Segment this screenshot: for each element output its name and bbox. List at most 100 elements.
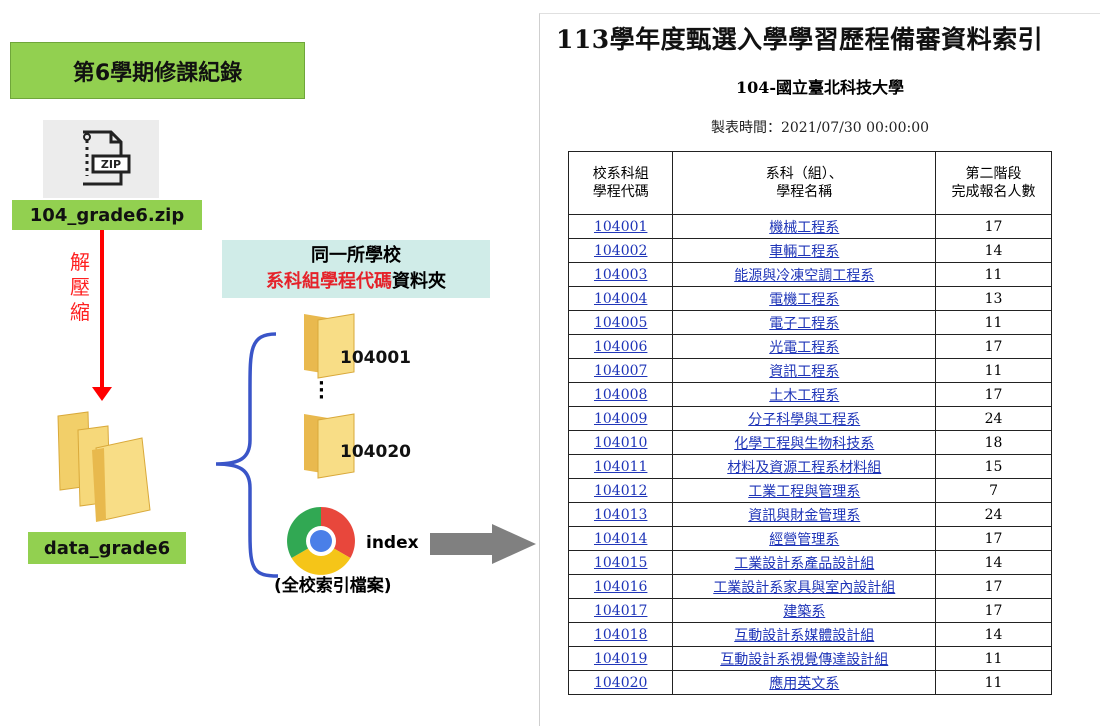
zip-file-name: 104_grade6.zip [12,200,202,230]
dept-name-link[interactable]: 化學工程與生物科技系 [734,435,875,452]
dept-code-cell: 104010 [567,430,674,455]
dept-name-link[interactable]: 材料及資源工程系材料組 [727,459,882,476]
dept-code-cell: 104009 [567,406,674,431]
unzip-arrow-line [100,230,104,390]
dept-code-link[interactable]: 104014 [593,530,648,547]
applicant-count-cell: 24 [935,502,1052,527]
dept-code-cell: 104001 [567,214,674,239]
dept-code-link[interactable]: 104020 [593,674,648,691]
header-code: 校系科組學程代碼 [567,151,674,215]
dept-code-link[interactable]: 104002 [593,242,648,259]
dept-name-cell: 應用英文系 [672,670,937,695]
dept-name-link[interactable]: 機械工程系 [769,219,840,236]
dept-name-link[interactable]: 分子科學與工程系 [748,411,861,428]
dept-name-cell: 資訊工程系 [672,358,937,383]
dept-name-cell: 互動設計系媒體設計組 [672,622,937,647]
dept-code-link[interactable]: 104013 [593,506,648,523]
dept-code-link[interactable]: 104005 [593,314,648,331]
dept-name-cell: 車輛工程系 [672,238,937,263]
dept-name-cell: 光電工程系 [672,334,937,359]
dept-name-link[interactable]: 土木工程系 [769,387,840,404]
dept-code-link[interactable]: 104003 [593,266,648,283]
dept-name-link[interactable]: 工業設計系產品設計組 [734,555,875,572]
dept-name-link[interactable]: 應用英文系 [769,675,840,692]
table-body: 104001 機械工程系 17 104002 車輛工程系 14 104003 能源與冷凍空調工… [567,214,1052,695]
folder-icon-last [304,413,355,479]
dept-name-link[interactable]: 資訊與財金管理系 [748,507,861,524]
applicant-count-cell: 18 [935,430,1052,455]
dept-code-link[interactable]: 104008 [593,386,648,403]
gray-arrow-head [492,524,536,564]
dept-code-cell: 104006 [567,334,674,359]
data-folder-name: data_grade6 [28,532,186,564]
same-school-header: 同一所學校 系科組學程代碼資料夾 [222,240,490,298]
dept-name-link[interactable]: 經營管理系 [769,531,840,548]
applicant-count-cell: 15 [935,454,1052,479]
dept-code-cell: 104008 [567,382,674,407]
generated-timestamp: 製表時間：2021/07/30 00:00:00 [710,120,930,136]
dept-code-cell: 104007 [567,358,674,383]
applicant-count-cell: 14 [935,238,1052,263]
dept-code-link[interactable]: 104009 [593,410,648,427]
table-row: 104003 能源與冷凍空調工程系 11 [567,262,1052,287]
chrome-icon [287,507,355,575]
table-row: 104011 材料及資源工程系材料組 15 [567,454,1052,479]
dept-code-cell: 104011 [567,454,674,479]
unzip-arrow-head [92,387,112,401]
dept-name-link[interactable]: 車輛工程系 [769,243,840,260]
dept-code-link[interactable]: 104010 [593,434,648,451]
dept-code-link[interactable]: 104001 [593,218,648,235]
dept-code-link[interactable]: 104016 [593,578,648,595]
dept-code-cell: 104020 [567,670,674,695]
index-label: index [366,533,419,553]
applicant-count-cell: 11 [935,310,1052,335]
dept-name-link[interactable]: 光電工程系 [769,339,840,356]
header-count: 第二階段完成報名人數 [935,151,1052,215]
dept-name-link[interactable]: 互動設計系媒體設計組 [734,627,875,644]
dept-name-link[interactable]: 電子工程系 [769,315,840,332]
applicant-count-cell: 11 [935,358,1052,383]
dept-code-cell: 104012 [567,478,674,503]
dept-code-link[interactable]: 104015 [593,554,648,571]
dept-name-cell: 分子科學與工程系 [672,406,937,431]
folder-last-label: 104020 [340,442,411,462]
dept-code-link[interactable]: 104019 [593,650,648,667]
dept-code-link[interactable]: 104006 [593,338,648,355]
same-school-line2: 系科組學程代碼資料夾 [222,269,490,295]
dept-name-cell: 化學工程與生物科技系 [672,430,937,455]
dept-code-link[interactable]: 104004 [593,290,648,307]
dept-name-link[interactable]: 互動設計系視覺傳達設計組 [720,651,889,668]
dept-name-link[interactable]: 工業工程與管理系 [748,483,861,500]
dept-name-cell: 能源與冷凍空調工程系 [672,262,937,287]
same-school-line1: 同一所學校 [311,245,401,266]
applicant-count-cell: 11 [935,646,1052,671]
header-name: 系科（組）、學程名稱 [672,151,937,215]
index-caption: (全校索引檔案) [274,576,392,596]
dept-name-cell: 工業工程與管理系 [672,478,937,503]
applicant-count-cell: 17 [935,334,1052,359]
dept-name-link[interactable]: 電機工程系 [769,291,840,308]
dept-name-link[interactable]: 工業設計系家具與室內設計組 [713,579,896,596]
dept-code-link[interactable]: 104017 [593,602,648,619]
table-row: 104019 互動設計系視覺傳達設計組 11 [567,646,1052,671]
dept-code-link[interactable]: 104018 [593,626,648,643]
dept-name-link[interactable]: 資訊工程系 [769,363,840,380]
applicant-count-cell: 11 [935,670,1052,695]
dept-code-link[interactable]: 104012 [593,482,648,499]
dept-code-link[interactable]: 104007 [593,362,648,379]
applicant-count-cell: 11 [935,262,1052,287]
dept-name-link[interactable]: 能源與冷凍空調工程系 [734,267,875,284]
dept-code-cell: 104004 [567,286,674,311]
dept-code-red-text: 系科組學程代碼 [266,271,392,292]
gray-arrow-body [430,533,494,555]
curly-brace [215,332,279,578]
ellipsis-dots: ··· [318,373,325,408]
dept-code-link[interactable]: 104011 [593,458,648,475]
dept-name-link[interactable]: 建築系 [783,603,826,620]
